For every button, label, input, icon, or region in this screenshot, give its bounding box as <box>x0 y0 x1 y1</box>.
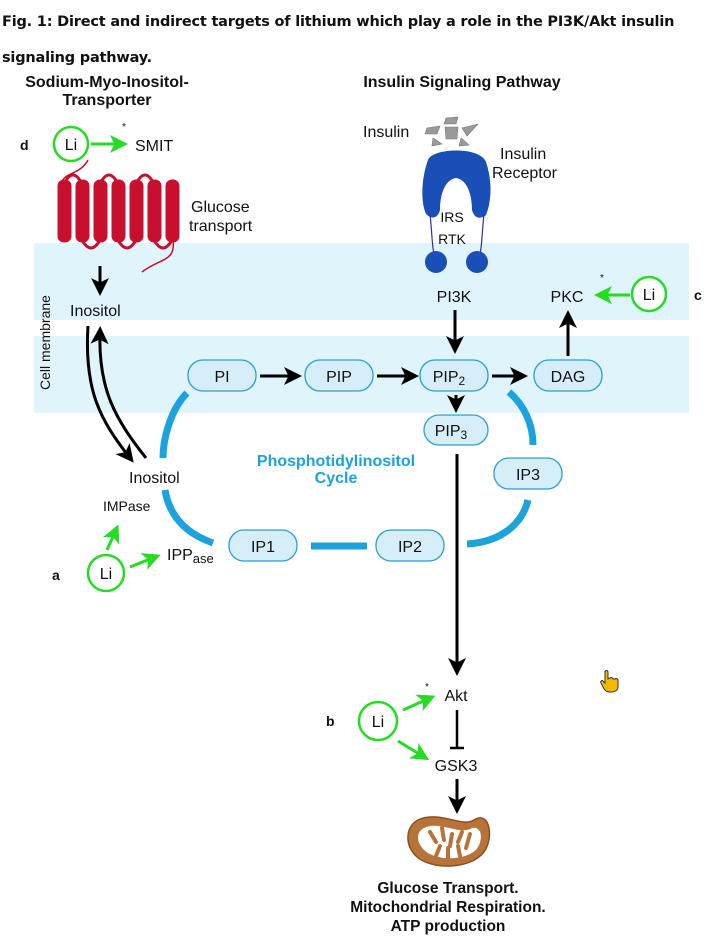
cycle-label-1: Phosphotidylinositol <box>257 453 415 470</box>
hand-cursor-icon <box>600 670 619 693</box>
label-glucose-transport-2: transport <box>189 218 253 235</box>
insulin-molecules-icon <box>424 116 479 147</box>
label-insulin-receptor-1: Insulin <box>500 146 546 163</box>
svg-text:PIP3: PIP3 <box>435 423 468 442</box>
arrow-li-impase <box>102 524 120 551</box>
pill-pip3: PIP3 <box>423 414 489 446</box>
cycle-arc-pip2-ip3 <box>506 389 537 446</box>
cycle-label-2: Cycle <box>315 470 358 487</box>
svg-text:Li: Li <box>372 714 384 731</box>
arrow-li-ippase <box>129 553 161 570</box>
insulin-receptor-icon <box>422 150 491 273</box>
panel-label-a: a <box>52 567 60 583</box>
label-insulin-receptor-2: Receptor <box>492 165 558 182</box>
asterisk-b: * <box>425 682 429 693</box>
svg-text:IP2: IP2 <box>398 539 422 556</box>
svg-text:IP3: IP3 <box>516 467 540 484</box>
svg-text:Li: Li <box>100 566 112 583</box>
asterisk-d: * <box>122 122 126 133</box>
outcome-line-3: ATP production <box>391 918 506 935</box>
figure-caption: Fig. 1: Direct and indirect targets of l… <box>2 14 675 66</box>
cycle-arc-pi-inositol <box>159 390 190 459</box>
lithium-a: Li <box>86 553 126 593</box>
arrow-inositol-up <box>90 326 148 459</box>
pill-dag: DAG <box>533 359 603 392</box>
arrow-inositol-down <box>85 325 134 463</box>
pill-ip1: IP1 <box>228 529 298 562</box>
cycle-arc-inositol-ip1 <box>161 489 215 547</box>
lithium-b: Li <box>357 700 399 742</box>
asterisk-c: * <box>600 273 604 284</box>
lithium-d: Li <box>52 125 90 163</box>
membrane-upper <box>34 243 689 320</box>
label-ippase: IPPase <box>167 547 214 566</box>
svg-text:PIP2: PIP2 <box>433 369 466 388</box>
arrow-li-akt <box>402 694 436 712</box>
outcome-line-2: Mitochondrial Respiration. <box>350 899 545 916</box>
svg-text:IP1: IP1 <box>251 539 275 556</box>
pill-ip3: IP3 <box>493 457 563 490</box>
label-smit: SMIT <box>135 138 173 155</box>
label-irs: IRS <box>440 209 463 225</box>
arrow-li-gsk3 <box>397 739 430 761</box>
label-glucose-transport-1: Glucose <box>191 199 250 216</box>
pill-pip2: PIP2 <box>419 359 489 392</box>
panel-label-c: c <box>694 287 702 303</box>
pill-pi: PI <box>187 359 257 392</box>
panel-label-d: d <box>20 137 29 153</box>
smit-header-line2: Transporter <box>63 92 152 109</box>
label-pkc: PKC <box>551 289 584 306</box>
label-inositol-cytosol: Inositol <box>129 470 180 487</box>
label-akt: Akt <box>444 688 468 705</box>
label-insulin: Insulin <box>363 124 409 141</box>
label-rtk: RTK <box>438 231 466 247</box>
pill-ip2: IP2 <box>375 529 445 562</box>
lithium-c: Li <box>630 275 668 313</box>
pill-pip: PIP <box>304 359 374 392</box>
label-impase: IMPase <box>103 498 151 514</box>
smit-transporter-icon <box>57 159 180 273</box>
smit-header-line1: Sodium-Myo-Inositol- <box>25 74 189 91</box>
svg-text:DAG: DAG <box>551 369 586 386</box>
svg-text:PIP: PIP <box>326 369 352 386</box>
label-inositol-membrane: Inositol <box>70 303 121 320</box>
svg-text:Li: Li <box>65 137 77 154</box>
cycle-arc-ip2-ip3 <box>466 499 532 548</box>
svg-text:PI: PI <box>214 369 229 386</box>
svg-text:Li: Li <box>643 287 655 304</box>
outcome-line-1: Glucose Transport. <box>377 880 518 897</box>
cell-membrane-label: Cell membrane <box>37 295 53 390</box>
label-pi3k: PI3K <box>437 289 472 306</box>
insulin-header: Insulin Signaling Pathway <box>363 74 560 91</box>
panel-label-b: b <box>326 713 335 729</box>
label-gsk3: GSK3 <box>435 758 478 775</box>
mitochondrion-icon <box>407 816 491 867</box>
